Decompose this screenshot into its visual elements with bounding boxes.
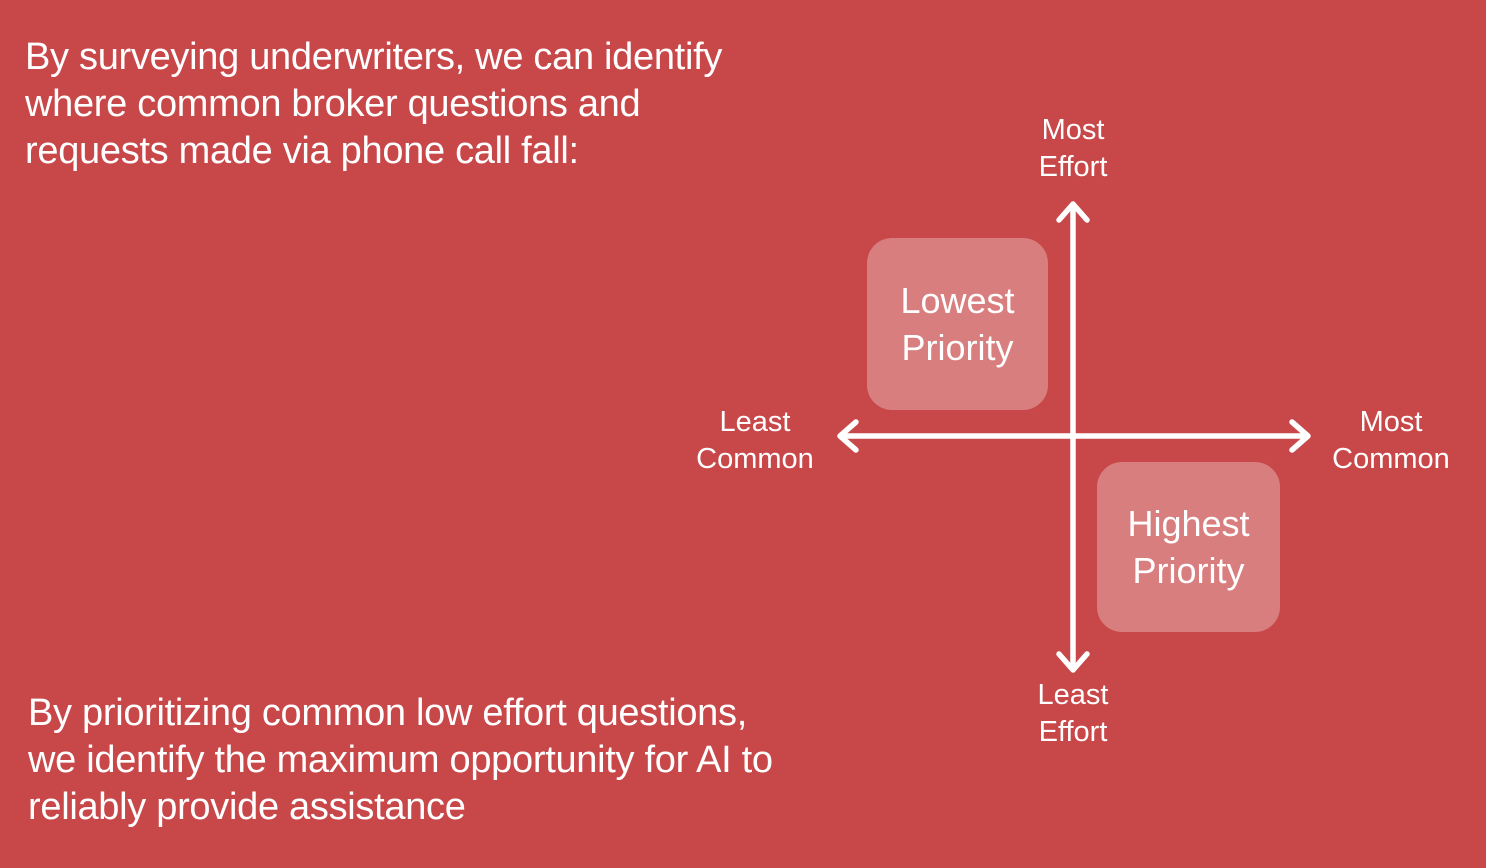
lowest-priority-box-line: Priority: [901, 327, 1014, 368]
y-axis-bottom-label-line: Least: [1037, 679, 1109, 711]
x-axis-left-label-line: Least: [719, 406, 791, 438]
intro-text: By surveying underwriters, we can identi…: [25, 34, 722, 175]
y-axis-top-label: Most Effort: [973, 112, 1173, 186]
y-axis-bottom-label-line: Effort: [1038, 716, 1108, 748]
conclusion-text-line: reliably provide assistance: [28, 786, 466, 828]
x-axis-left-label: Least Common: [655, 404, 855, 478]
intro-text-line: requests made via phone call fall:: [25, 130, 579, 172]
intro-text-line: By surveying underwriters, we can identi…: [25, 36, 723, 78]
vertical-axis-arrow-icon: [1056, 201, 1090, 673]
highest-priority-box-line: Priority: [1132, 550, 1245, 591]
highest-priority-box: Highest Priority: [1097, 462, 1280, 632]
intro-text-line: where common broker questions and: [25, 83, 641, 125]
y-axis-top-label-line: Most: [1041, 114, 1105, 146]
x-axis-left-label-line: Common: [696, 443, 814, 475]
y-axis-bottom-label: Least Effort: [973, 677, 1173, 751]
y-axis-top-label-line: Effort: [1038, 151, 1108, 183]
lowest-priority-box-line: Lowest: [900, 280, 1015, 321]
lowest-priority-box: Lowest Priority: [867, 238, 1048, 410]
x-axis-right-label-line: Most: [1359, 406, 1423, 438]
x-axis-right-label-line: Common: [1332, 443, 1450, 475]
conclusion-text-line: we identify the maximum opportunity for …: [28, 739, 773, 781]
conclusion-text: By prioritizing common low effort questi…: [28, 690, 773, 831]
highest-priority-box-line: Highest: [1127, 503, 1250, 544]
horizontal-axis-arrow-icon: [837, 419, 1311, 453]
x-axis-right-label: Most Common: [1291, 404, 1486, 478]
conclusion-text-line: By prioritizing common low effort questi…: [28, 692, 747, 734]
